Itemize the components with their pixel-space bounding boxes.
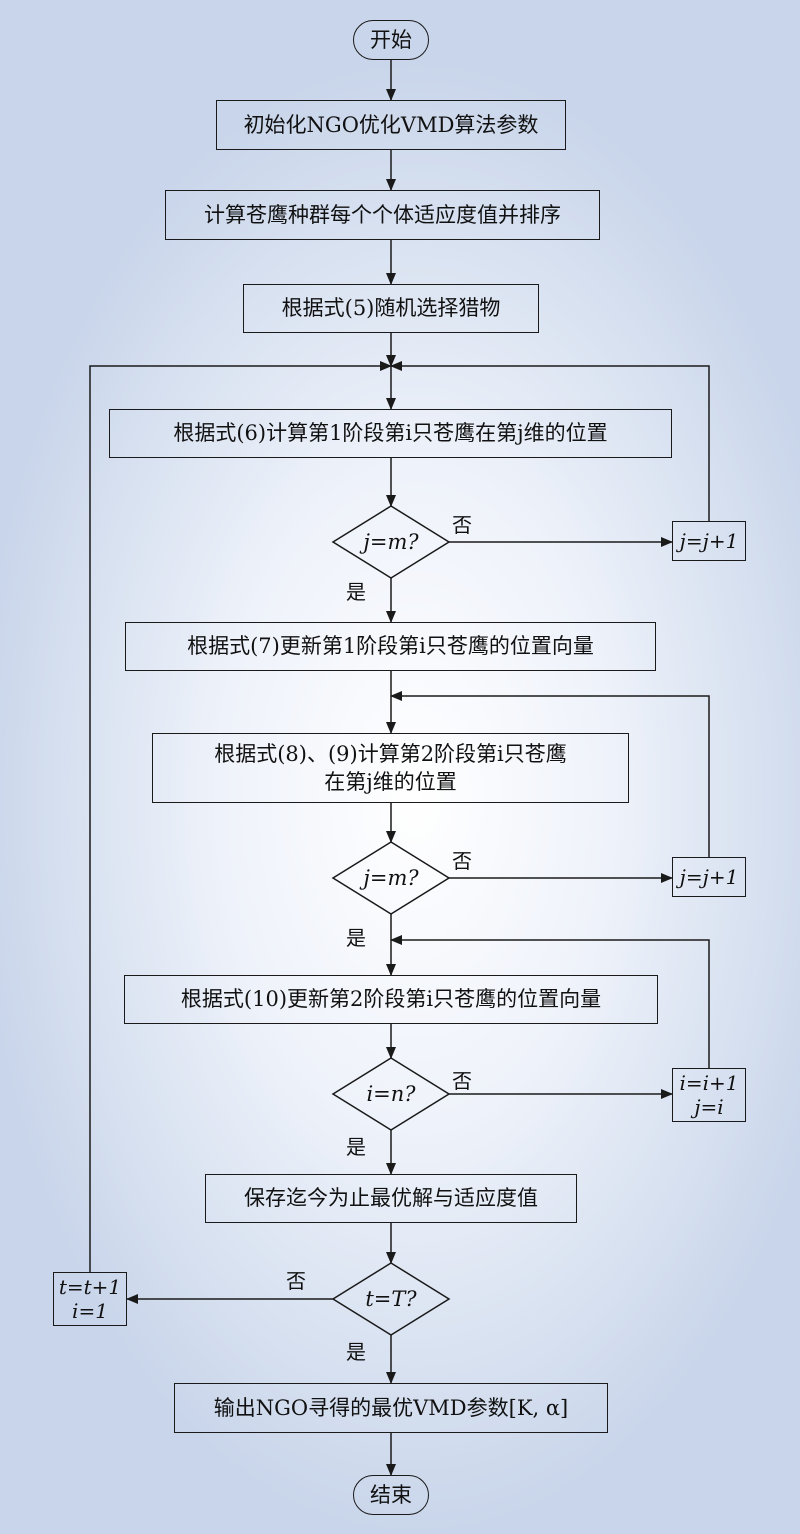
d4-yes-label: 是: [346, 1340, 366, 1364]
d1-no-label: 否: [452, 513, 472, 537]
decision4-diamond: [331, 1262, 451, 1336]
decision2-label: j=m?: [363, 866, 419, 890]
loop2-back: [390, 691, 710, 857]
init-process: 初始化NGO优化VMD算法参数: [216, 100, 566, 150]
save-process: 保存迄今为止最优解与适应度值: [205, 1174, 577, 1223]
select-prey-process: 根据式(5)随机选择猎物: [243, 284, 539, 333]
decision2-label-box: j=m?: [333, 842, 449, 914]
increment3-process: i=i+1 j=i: [672, 1068, 746, 1122]
output-label: 输出NGO寻得的最优VMD参数[K, α]: [213, 1395, 569, 1420]
d1-yes-label: 是: [346, 580, 366, 604]
phase1-calc-label: 根据式(6)计算第1阶段第i只苍鹰在第j维的位置: [173, 421, 608, 446]
loop4-back: [89, 361, 392, 1272]
phase2-update-label: 根据式(10)更新第2阶段第i只苍鹰的位置向量: [180, 987, 602, 1012]
decision3-label: i=n?: [366, 1082, 416, 1106]
increment3-label-line1: i=i+1: [679, 1071, 739, 1095]
d3-yes-label: 是: [346, 1135, 366, 1159]
loop3-back: [390, 935, 710, 1068]
output-process: 输出NGO寻得的最优VMD参数[K, α]: [174, 1383, 608, 1433]
phase2-calc-label-line2: 在第j维的位置: [324, 770, 457, 794]
decision4-label: t=T?: [365, 1287, 417, 1311]
init-label: 初始化NGO优化VMD算法参数: [243, 112, 539, 137]
phase1-calc-process: 根据式(6)计算第1阶段第i只苍鹰在第j维的位置: [109, 409, 672, 458]
phase2-calc-process: 根据式(8)、(9)计算第2阶段第i只苍鹰 在第j维的位置: [152, 733, 629, 803]
increment2-process: j=j+1: [672, 857, 746, 897]
decision1-diamond: [331, 505, 451, 579]
start-label: 开始: [370, 27, 412, 52]
increment2-label: j=j+1: [679, 864, 739, 889]
phase2-update-process: 根据式(10)更新第2阶段第i只苍鹰的位置向量: [124, 975, 658, 1024]
decision3-diamond: [331, 1057, 451, 1131]
start-terminal: 开始: [353, 20, 429, 60]
decision1-label-box: j=m?: [333, 506, 449, 578]
save-label: 保存迄今为止最优解与适应度值: [244, 1186, 538, 1211]
increment4-label-line2: i=1: [72, 1299, 108, 1323]
phase2-calc-label-line1: 根据式(8)、(9)计算第2阶段第i只苍鹰: [214, 741, 567, 766]
phase1-update-label: 根据式(7)更新第1阶段第i只苍鹰的位置向量: [187, 634, 594, 659]
end-label: 结束: [370, 1482, 412, 1507]
increment4-process: t=t+1 i=1: [53, 1272, 127, 1326]
increment3-label-line2: j=i: [694, 1095, 724, 1119]
fitness-process: 计算苍鹰种群每个个体适应度值并排序: [165, 190, 600, 240]
d2-no-label: 否: [452, 849, 472, 873]
phase1-update-process: 根据式(7)更新第1阶段第i只苍鹰的位置向量: [125, 622, 656, 671]
loop1-back: [390, 361, 710, 521]
increment1-process: j=j+1: [672, 521, 746, 561]
select-prey-label: 根据式(5)随机选择猎物: [281, 296, 501, 321]
decision1-label: j=m?: [363, 530, 419, 554]
decision2-diamond: [331, 841, 451, 915]
end-terminal: 结束: [353, 1475, 429, 1515]
d2-yes-label: 是: [346, 926, 366, 950]
decision3-label-box: i=n?: [333, 1058, 449, 1130]
increment1-label: j=j+1: [679, 528, 739, 553]
d4-no-label: 否: [286, 1269, 306, 1293]
increment4-label-line1: t=t+1: [58, 1275, 122, 1299]
fitness-label: 计算苍鹰种群每个个体适应度值并排序: [204, 202, 561, 227]
d3-no-label: 否: [452, 1069, 472, 1093]
decision4-label-box: t=T?: [333, 1263, 449, 1335]
